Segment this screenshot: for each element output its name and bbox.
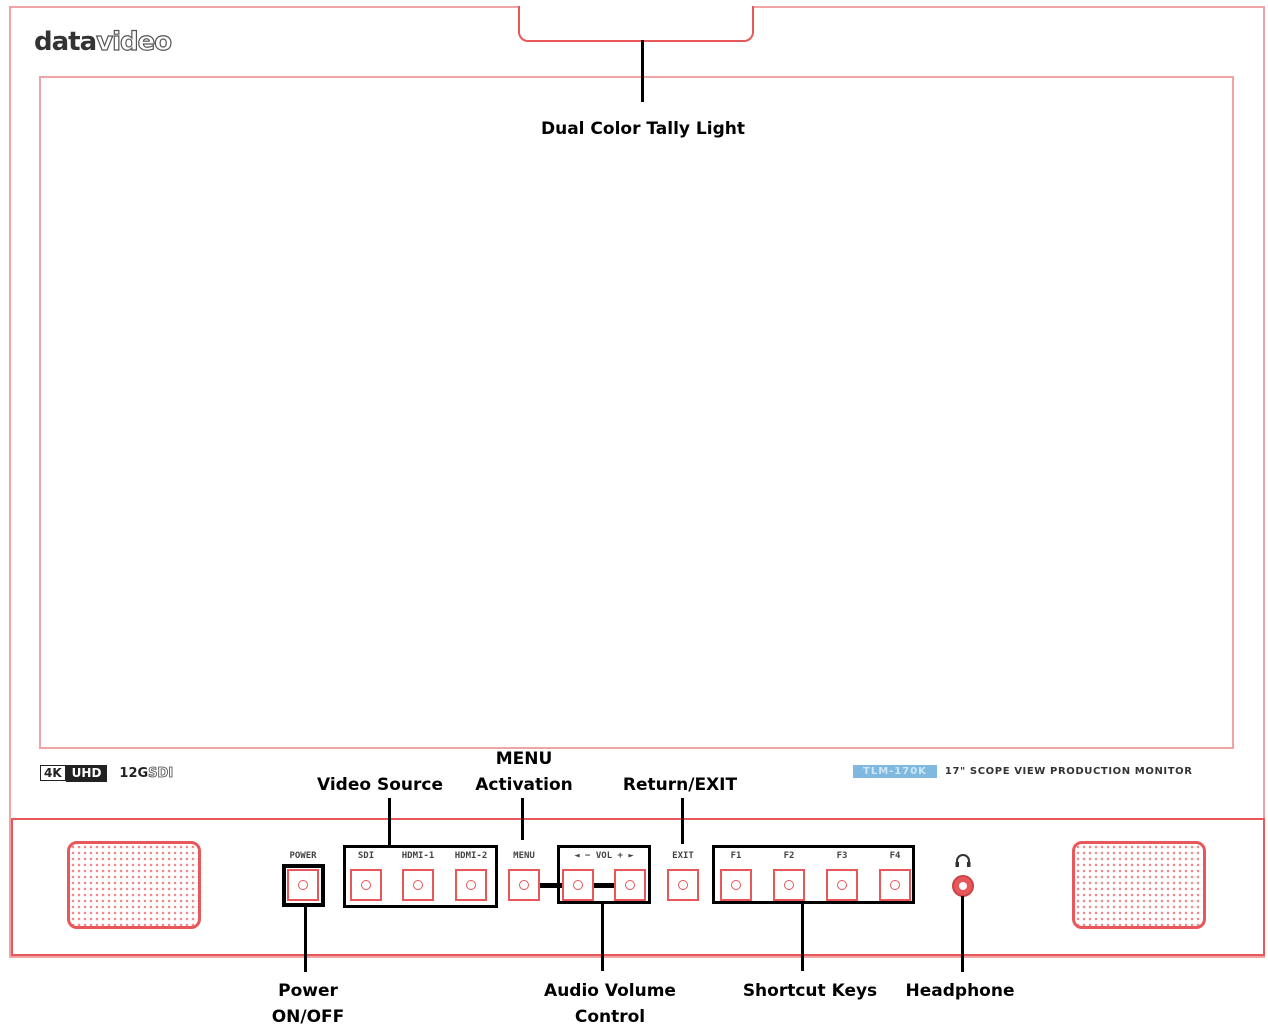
menu-label: MENU [513,851,535,861]
vol-label: ◄ − VOL + ► [574,851,634,861]
headphone-leader [961,896,964,972]
power-label: POWER [289,851,317,861]
hdmi1-button[interactable] [402,869,434,901]
sdi-label: SDI [357,851,375,861]
exit-button[interactable] [667,869,699,901]
return-exit-callout: Return/EXIT [622,775,738,795]
audio-callout-line1: Audio Volume [544,981,676,1001]
screen-area [39,76,1234,749]
power-callout-line2: ON/OFF [271,1007,345,1027]
menu-callout-line1: MENU [495,749,553,769]
control-panel [11,818,1265,956]
audio-leader [601,903,604,971]
headphone-jack[interactable] [952,875,974,897]
right-speaker-grille [1072,841,1206,929]
shortcut-group [712,845,915,904]
f1-button[interactable] [720,869,752,901]
badge-4k: 4K [40,765,66,781]
headphone-icon [955,854,971,867]
video-source-callout: Video Source [317,775,443,795]
model-description: 17" SCOPE VIEW PRODUCTION MONITOR [944,766,1193,777]
headphone-callout: Headphone [905,981,1015,1001]
f4-button[interactable] [879,869,911,901]
tally-callout: Dual Color Tally Light [541,119,745,139]
f4-label: F4 [889,851,901,861]
shortcut-callout: Shortcut Keys [742,981,878,1001]
exit-leader [681,798,684,844]
f2-button[interactable] [773,869,805,901]
f3-label: F3 [836,851,848,861]
f1-label: F1 [730,851,742,861]
menu-leader [521,798,524,840]
video-source-leader [388,798,391,846]
f3-button[interactable] [826,869,858,901]
audio-callout-line2: Control [574,1007,646,1027]
hdmi1-label: HDMI-1 [401,851,435,861]
vol-connector [594,883,616,888]
logo-light: video [96,26,173,57]
vol-up-button[interactable] [614,869,646,901]
badge-uhd: UHD [65,764,108,782]
menu-vol-connector [540,883,562,888]
power-frame [282,864,325,907]
f2-label: F2 [783,851,795,861]
logo-bold: data [34,27,97,57]
menu-callout-line2: Activation [475,775,573,795]
tally-light [518,6,754,42]
video-source-group [343,845,498,908]
shortcut-leader [801,903,804,971]
power-callout-line1: Power [278,981,338,1001]
exit-label: EXIT [672,851,694,861]
hdmi2-button[interactable] [455,869,487,901]
hdmi2-label: HDMI-2 [454,851,488,861]
badge-sdi: SDI [148,765,174,781]
menu-button[interactable] [508,869,540,901]
datavideo-logo: datavideo [34,26,173,58]
model-info: TLM-170K 17" SCOPE VIEW PRODUCTION MONIT… [853,765,1193,778]
badge-12g: 12G [119,765,149,781]
tally-leader-line [641,40,644,102]
power-leader [304,906,307,972]
volume-group [557,845,651,904]
left-speaker-grille [67,841,201,929]
vol-down-button[interactable] [562,869,594,901]
sdi-button[interactable] [350,869,382,901]
model-tag: TLM-170K [853,765,937,778]
power-button[interactable] [287,869,319,901]
